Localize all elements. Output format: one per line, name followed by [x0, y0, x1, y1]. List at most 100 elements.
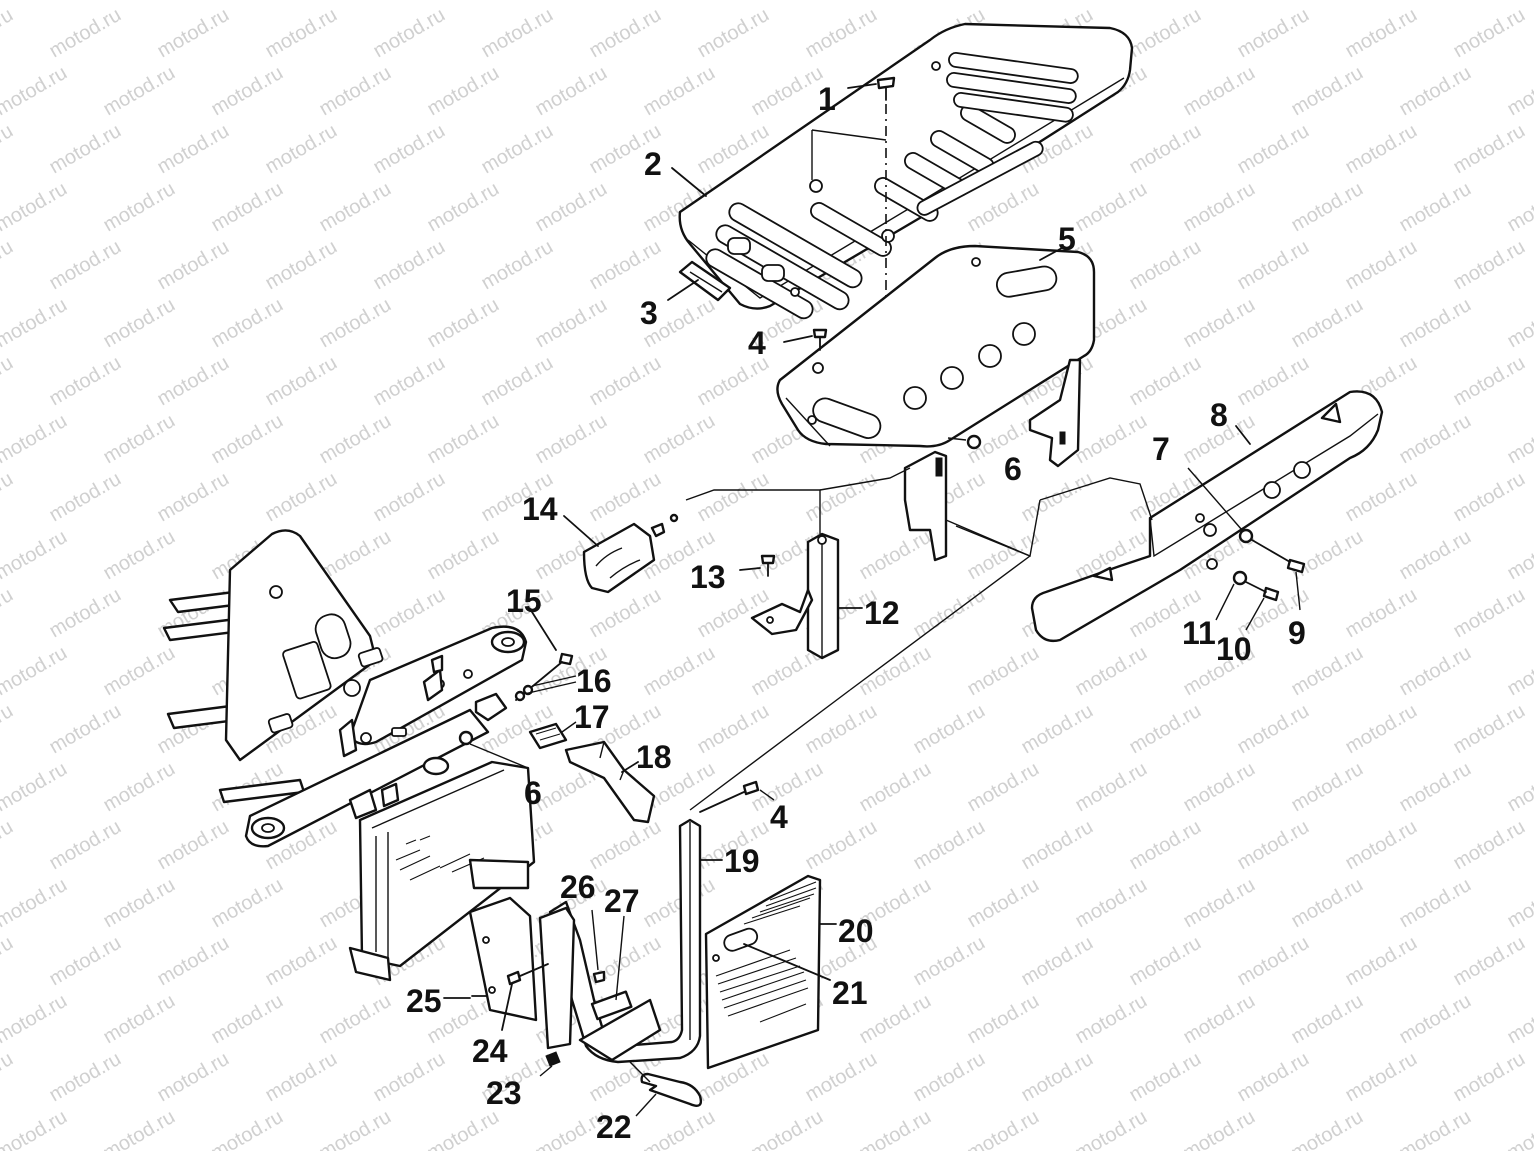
callout-24: 24	[472, 1033, 508, 1069]
watermark-text: motod.ru	[1180, 0, 1259, 4]
watermark-text: motod.ru	[100, 1106, 179, 1151]
callout-23: 23	[486, 1075, 522, 1111]
watermark-text: motod.ru	[532, 178, 611, 237]
watermark-text: motod.ru	[0, 294, 71, 353]
leader-5	[1039, 247, 1063, 261]
watermark-text: motod.ru	[1018, 932, 1097, 991]
watermark-text: motod.ru	[208, 874, 287, 933]
watermark-text: motod.ru	[46, 236, 125, 295]
watermark-text: motod.ru	[802, 816, 881, 875]
watermark-text: motod.ru	[1288, 526, 1367, 585]
assembly-guide-line	[955, 525, 1031, 557]
watermark-text: motod.ru	[1126, 120, 1205, 179]
callout-20: 20	[838, 913, 874, 949]
part-4-screw-upper	[783, 328, 828, 351]
callout-15: 15	[506, 583, 542, 619]
assembly-guide-line-2	[849, 555, 1031, 691]
watermark-text: motod.ru	[262, 352, 341, 411]
watermark-text: motod.ru	[424, 178, 503, 237]
watermark-text: motod.ru	[1342, 816, 1421, 875]
watermark-text: motod.ru	[1504, 642, 1534, 701]
part-2-front-rack	[678, 22, 1134, 320]
watermark-text: motod.ru	[1450, 352, 1529, 411]
watermark-text: motod.ru	[262, 1048, 341, 1107]
watermark-text: motod.ru	[1450, 468, 1529, 527]
watermark-text: motod.ru	[1450, 120, 1529, 179]
watermark-text: motod.ru	[1504, 0, 1534, 4]
watermark-text: motod.ru	[100, 642, 179, 701]
watermark-text: motod.ru	[802, 700, 881, 759]
watermark-text: motod.ru	[370, 352, 449, 411]
watermark-text: motod.ru	[1180, 62, 1259, 121]
watermark-text: motod.ru	[1234, 236, 1313, 295]
watermark-text: motod.ru	[1126, 700, 1205, 759]
part-3-reflector	[678, 260, 732, 302]
watermark-text: motod.ru	[532, 294, 611, 353]
watermark-text: motod.ru	[1288, 874, 1367, 933]
watermark-text: motod.ru	[424, 526, 503, 585]
watermark-text: motod.ru	[46, 4, 125, 63]
watermark-text: motod.ru	[910, 700, 989, 759]
watermark-text: motod.ru	[208, 178, 287, 237]
watermark-text: motod.ru	[0, 410, 71, 469]
watermark-text: motod.ru	[1180, 990, 1259, 1049]
watermark-text: motod.ru	[100, 874, 179, 933]
watermark-text: motod.ru	[0, 1048, 17, 1107]
part-15-bolt	[515, 611, 574, 701]
watermark-text: motod.ru	[586, 236, 665, 295]
watermark-text: motod.ru	[640, 62, 719, 121]
watermark-text: motod.ru	[46, 932, 125, 991]
watermark-text: motod.ru	[1396, 1106, 1475, 1151]
watermark-text: motod.ru	[856, 526, 935, 585]
watermark-text: motod.ru	[640, 1106, 719, 1151]
watermark-text: motod.ru	[964, 1106, 1043, 1151]
watermark-text: motod.ru	[694, 468, 773, 527]
watermark-text: motod.ru	[1450, 236, 1529, 295]
watermark-text: motod.ru	[1450, 816, 1529, 875]
watermark-text: motod.ru	[1396, 526, 1475, 585]
watermark-text: motod.ru	[424, 1106, 503, 1151]
watermark-text: motod.ru	[0, 1106, 71, 1151]
watermark-text: motod.ru	[208, 62, 287, 121]
watermark-text: motod.ru	[46, 700, 125, 759]
watermark-text: motod.ru	[478, 4, 557, 63]
watermark-text: motod.ru	[424, 410, 503, 469]
watermark-text: motod.ru	[1396, 758, 1475, 817]
watermark-text: motod.ru	[1504, 62, 1534, 121]
watermark-text: motod.ru	[1018, 468, 1097, 527]
watermark-text: motod.ru	[424, 0, 503, 4]
callout-17: 17	[574, 699, 610, 735]
part-16-washers	[514, 675, 577, 702]
watermark-text: motod.ru	[46, 352, 125, 411]
watermark-text: motod.ru	[100, 178, 179, 237]
watermark-text: motod.ru	[1234, 352, 1313, 411]
watermark-text: motod.ru	[1180, 758, 1259, 817]
callout-4-lower: 4	[770, 799, 788, 835]
watermark-text: motod.ru	[964, 642, 1043, 701]
watermark-text: motod.ru	[370, 120, 449, 179]
watermark-text: motod.ru	[0, 4, 17, 63]
watermark-text: motod.ru	[1396, 990, 1475, 1049]
watermark-text: motod.ru	[1504, 410, 1534, 469]
part-6-nut-upper	[947, 434, 982, 450]
callout-27: 27	[604, 883, 640, 919]
callout-9: 9	[1288, 615, 1306, 651]
watermark-text: motod.ru	[1234, 700, 1313, 759]
watermark-text: motod.ru	[208, 1106, 287, 1151]
callout-21: 21	[832, 975, 868, 1011]
vehicle-frame	[162, 529, 536, 982]
watermark-text: motod.ru	[316, 410, 395, 469]
watermark-text: motod.ru	[1072, 874, 1151, 933]
watermark-text: motod.ru	[262, 120, 341, 179]
watermark-text: motod.ru	[316, 990, 395, 1049]
watermark-text: motod.ru	[316, 1106, 395, 1151]
watermark-text: motod.ru	[748, 1106, 827, 1151]
watermark-text: motod.ru	[100, 526, 179, 585]
watermark-text: motod.ru	[1288, 62, 1367, 121]
watermark-text: motod.ru	[856, 758, 935, 817]
watermark-text: motod.ru	[370, 584, 449, 643]
callout-6-upper: 6	[1004, 451, 1022, 487]
watermark-text: motod.ru	[154, 236, 233, 295]
watermark-text: motod.ru	[0, 758, 71, 817]
